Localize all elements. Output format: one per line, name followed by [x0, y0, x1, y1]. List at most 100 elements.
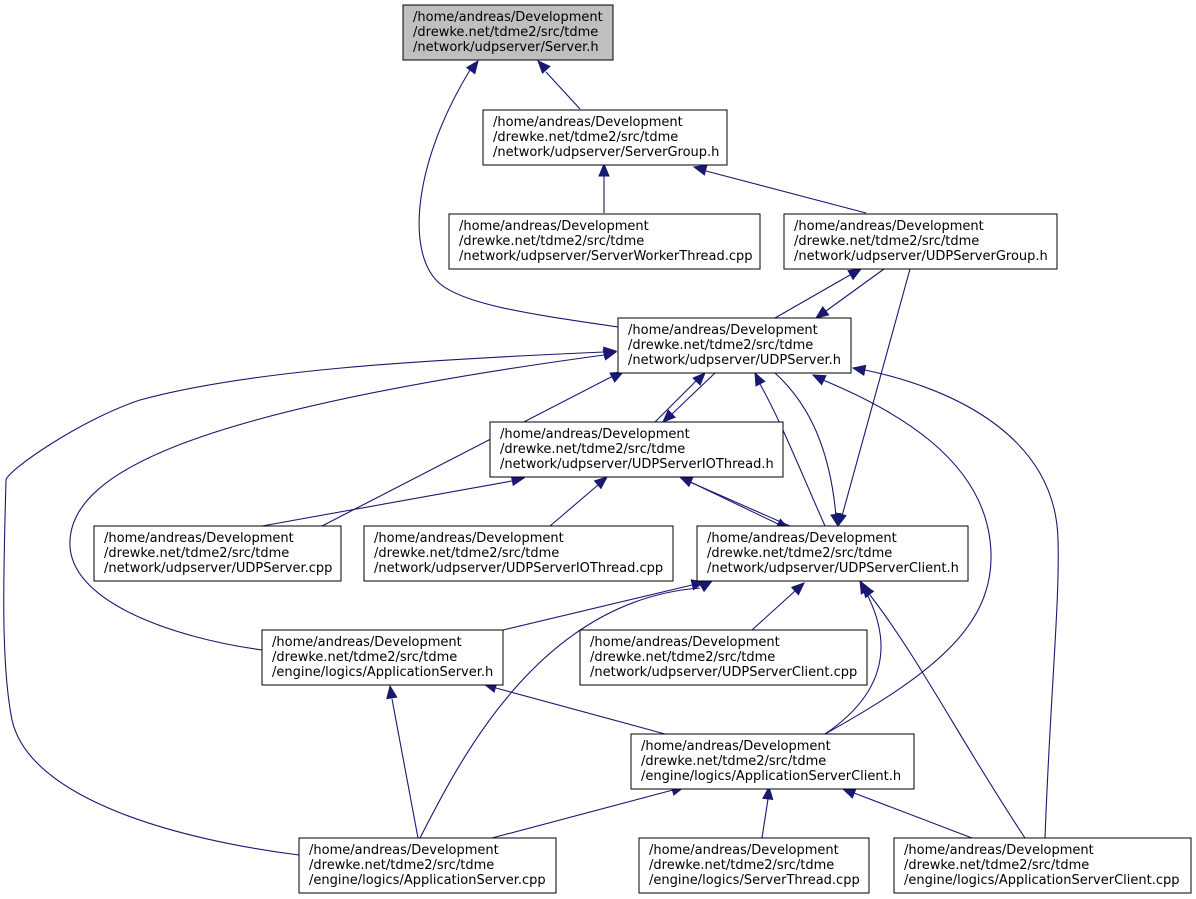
node-label-line: /engine/logics/ApplicationServer.h — [272, 665, 493, 680]
node-applicationserverclient-h[interactable]: /home/andreas/Development/drewke.net/tdm… — [630, 733, 915, 790]
node-label-line: /home/andreas/Development — [493, 115, 683, 130]
node-label-line: /home/andreas/Development — [309, 843, 499, 858]
node-label-line: /home/andreas/Development — [628, 323, 818, 338]
edge-udpserver_h-to-server_h — [418, 59, 619, 328]
node-box — [893, 837, 1192, 894]
node-udpserveriothread-cpp[interactable]: /home/andreas/Development/drewke.net/tdm… — [363, 525, 674, 582]
node-label-line: /home/andreas/Development — [272, 635, 462, 650]
node-label-line: /network/udpserver/Server.h — [413, 40, 599, 55]
node-label-line: /drewke.net/tdme2/src/tdme — [628, 338, 813, 353]
node-box — [482, 109, 728, 166]
edge-udpserverclient_h-to-udpserver_h — [754, 371, 826, 527]
node-label-line: /home/andreas/Development — [641, 739, 831, 754]
edge-line — [822, 379, 992, 735]
node-label-line: /home/andreas/Development — [374, 531, 564, 546]
node-label-line: /drewke.net/tdme2/src/tdme — [500, 442, 685, 457]
edge-udpserver_cpp-to-udpserveriothread_h — [261, 474, 526, 527]
edge-applicationserver_h-to-udpserver_h — [69, 349, 618, 651]
node-label-line: /drewke.net/tdme2/src/tdme — [590, 650, 775, 665]
node-label-line: /drewke.net/tdme2/src/tdme — [794, 234, 979, 249]
node-udpservergroup-h[interactable]: /home/andreas/Development/drewke.net/tdm… — [783, 213, 1058, 270]
edge-arrowhead — [847, 268, 863, 281]
edge-arrowhead — [692, 164, 708, 176]
node-label-line: /home/andreas/Development — [459, 219, 649, 234]
edge-arrowhead — [841, 788, 857, 799]
edge-applicationserverclient_cpp-to-udpserverclient_h — [861, 583, 1026, 839]
node-serverworkerthread-cpp[interactable]: /home/andreas/Development/drewke.net/tdm… — [448, 213, 761, 270]
node-label-line: /drewke.net/tdme2/src/tdme — [459, 234, 644, 249]
node-label-line: /network/udpserver/UDPServer.cpp — [104, 561, 332, 576]
edge-line — [502, 584, 693, 631]
node-udpserverclient-h[interactable]: /home/andreas/Development/drewke.net/tdm… — [696, 525, 969, 582]
node-box — [93, 525, 342, 582]
edge-udpserver_h-to-udpserverclient_h — [774, 372, 842, 528]
node-applicationserver-h[interactable]: /home/andreas/Development/drewke.net/tdm… — [261, 629, 504, 686]
node-label-line: /engine/logics/ApplicationServerClient.h — [641, 769, 901, 784]
edge-arrowhead — [603, 346, 618, 358]
node-server-h[interactable]: /home/andreas/Development/drewke.net/tdm… — [402, 4, 614, 61]
node-label-line: /home/andreas/Development — [649, 843, 839, 858]
node-label-line: /home/andreas/Development — [500, 427, 690, 442]
edge-line — [495, 687, 666, 735]
edge-line — [3, 351, 605, 856]
node-servergroup-h[interactable]: /home/andreas/Development/drewke.net/tdm… — [482, 109, 728, 166]
node-label-line: /engine/logics/ApplicationServerClient.c… — [904, 873, 1180, 888]
edge-line — [261, 480, 513, 527]
node-box — [630, 733, 915, 790]
edge-arrowhead — [762, 785, 774, 800]
node-label-line: /drewke.net/tdme2/src/tdme — [104, 546, 289, 561]
edge-line — [671, 372, 716, 415]
edge-applicationserverclient_cpp-to-udpserver_h — [851, 364, 1059, 839]
edge-line — [549, 484, 599, 527]
edge-arrowhead — [692, 372, 706, 386]
edge-arrowhead — [851, 364, 867, 377]
node-udpserver-cpp[interactable]: /home/andreas/Development/drewke.net/tdm… — [93, 525, 342, 582]
node-label-line: /network/udpserver/ServerWorkerThread.cp… — [459, 249, 753, 264]
node-box — [638, 837, 870, 894]
node-label-line: /drewke.net/tdme2/src/tdme — [309, 858, 494, 873]
node-applicationserver-cpp[interactable]: /home/andreas/Development/drewke.net/tdm… — [298, 837, 557, 894]
edge-line — [841, 268, 911, 517]
edge-udpservergroup_h-to-udpserverclient_h — [835, 268, 911, 528]
node-box — [298, 837, 557, 894]
node-label-line: /home/andreas/Development — [104, 531, 294, 546]
edge-udpserver_h-to-udpservergroup_h — [774, 268, 863, 319]
node-label-line: /home/andreas/Development — [413, 10, 603, 25]
edge-udpserveriothread_h-to-udpserverclient_h — [679, 476, 791, 530]
edge-line — [391, 698, 419, 839]
node-applicationserverclient-cpp[interactable]: /home/andreas/Development/drewke.net/tdm… — [893, 837, 1192, 894]
edge-line — [679, 476, 779, 525]
edge-line — [69, 354, 605, 651]
edge-arrowhead — [593, 476, 608, 490]
node-label-line: /drewke.net/tdme2/src/tdme — [413, 25, 598, 40]
edge-udpserveriothread_h-to-udpserver_h — [662, 372, 716, 423]
edge-line — [491, 789, 674, 839]
node-label-line: /drewke.net/tdme2/src/tdme — [707, 546, 892, 561]
node-label-line: /network/udpserver/ServerGroup.h — [493, 145, 719, 160]
edge-applicationserverclient_cpp-to-applicationserverclient_h — [841, 788, 973, 839]
edge-arrowhead — [662, 409, 676, 423]
edge-line — [824, 591, 882, 735]
node-udpserveriothread-h[interactable]: /home/andreas/Development/drewke.net/tdm… — [489, 421, 784, 478]
node-label-line: /drewke.net/tdme2/src/tdme — [649, 858, 834, 873]
edge-udpserverclient_cpp-to-udpserverclient_h — [751, 582, 805, 631]
edge-serverthread_cpp-to-applicationserverclient_h — [761, 785, 774, 839]
edge-line — [418, 69, 619, 328]
node-label-line: /home/andreas/Development — [590, 635, 780, 650]
edge-arrowhead — [537, 60, 551, 75]
edge-applicationserverclient_h-to-udpserver_h — [811, 374, 992, 735]
node-box — [617, 317, 852, 374]
node-label-line: /network/udpserver/UDPServerIOThread.h — [500, 457, 774, 472]
node-udpserver-h[interactable]: /home/andreas/Development/drewke.net/tdm… — [617, 317, 852, 374]
edge-arrowhead — [830, 512, 842, 528]
node-box — [261, 629, 504, 686]
node-serverthread-cpp[interactable]: /home/andreas/Development/drewke.net/tdm… — [638, 837, 870, 894]
edge-layer — [3, 59, 1059, 856]
node-udpserverclient-cpp[interactable]: /home/andreas/Development/drewke.net/tdm… — [579, 629, 868, 686]
edge-arrowhead — [598, 162, 610, 177]
edge-applicationserver_cpp-to-applicationserver_h — [386, 684, 419, 839]
node-label-line: /drewke.net/tdme2/src/tdme — [272, 650, 457, 665]
edge-serverworkerthread_cpp-to-servergroup_h — [598, 162, 610, 213]
node-box — [489, 421, 784, 478]
